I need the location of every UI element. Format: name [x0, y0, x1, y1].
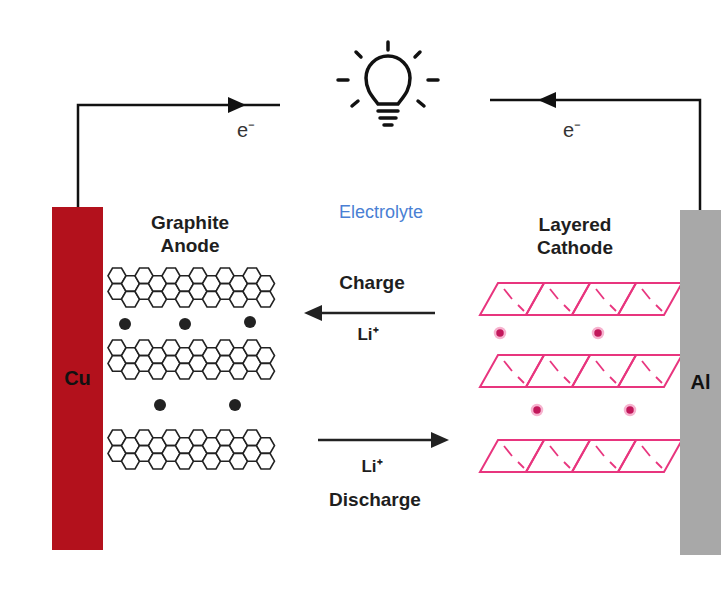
cathode-mark: [550, 289, 558, 299]
cathode-mark: [564, 462, 570, 468]
cathode-mark: [550, 446, 558, 456]
electrolyte-label: Electrolyte: [339, 202, 423, 224]
cathode-mark: [518, 305, 524, 311]
ion-label: Li⁺: [361, 457, 382, 477]
cathode-mark: [518, 377, 524, 383]
light-ray: [352, 101, 358, 106]
light-ray: [356, 52, 361, 57]
cathode-mark: [656, 305, 662, 311]
lithium-ion-dot: [593, 328, 603, 338]
circuit-wire: [78, 100, 700, 210]
cathode-mark: [596, 289, 604, 299]
arrowhead: [431, 432, 449, 448]
graphite-hexagon: [257, 453, 275, 469]
cathode-label: Layered Cathode: [520, 214, 630, 260]
collector-label: Al: [691, 371, 711, 394]
graphite-hexagon: [257, 276, 275, 292]
ion-label-text: Li⁺: [357, 325, 378, 344]
cathode-mark: [610, 305, 616, 311]
cathode-mark: [642, 446, 650, 456]
bulb-glass: [366, 56, 410, 104]
charge-arrow: [318, 312, 435, 315]
lithium-ion-dot: [229, 399, 241, 411]
graphite-hexagon: [257, 348, 275, 364]
ion-label-text: Li⁺: [361, 457, 382, 476]
electron-label: e⁻: [237, 118, 255, 142]
cathode-mark: [610, 377, 616, 383]
lithium-ion-dot: [625, 405, 635, 415]
aluminium-collector: Al: [680, 210, 721, 555]
bulb-base: [378, 109, 398, 113]
cathode-mark: [642, 361, 650, 371]
cathode-mark: [656, 462, 662, 468]
charge-label: Charge: [339, 272, 404, 295]
cathode-mark: [504, 361, 512, 371]
lithium-ion-dot: [532, 405, 542, 415]
electron-label: e⁻: [563, 118, 581, 142]
lithium-ion-dot: [119, 318, 131, 330]
cathode-mark: [518, 462, 524, 468]
light-ray: [418, 101, 424, 106]
electron-arrowhead: [538, 92, 556, 108]
electron-label-text: e⁻: [237, 119, 255, 141]
graphite-layers: [108, 268, 275, 469]
electrolyte-label-text: Electrolyte: [339, 202, 423, 222]
charge-label-text: Charge: [339, 272, 404, 293]
cathode-mark: [610, 462, 616, 468]
cathode-mark: [642, 289, 650, 299]
cathode-mark: [596, 361, 604, 371]
anode-label: Graphite Anode: [135, 212, 245, 258]
cathode-mark: [564, 377, 570, 383]
cathode-mark: [596, 446, 604, 456]
collector-label: Cu: [64, 367, 91, 390]
lithium-ion-dot: [154, 399, 166, 411]
discharge-arrow: [318, 439, 435, 442]
discharge-label-text: Discharge: [329, 489, 421, 510]
copper-collector: Cu: [52, 207, 103, 550]
graphite-hexagon: [257, 363, 275, 379]
light-ray: [338, 78, 348, 82]
cathode-label-text: Layered Cathode: [537, 214, 613, 258]
ion-flow-arrow: [318, 313, 435, 440]
bulb-base: [384, 123, 392, 127]
lithium-ion-dot: [244, 316, 256, 328]
ion-label: Li⁺: [357, 325, 378, 345]
light-ray: [428, 78, 438, 82]
lightbulb-symbol: [338, 42, 438, 125]
cathode-cell: [618, 440, 682, 472]
bulb-base: [380, 116, 396, 120]
wire: [490, 100, 700, 210]
lithium-ion-dot: [495, 328, 505, 338]
cathode-cell: [618, 283, 682, 315]
discharge-label: Discharge: [329, 489, 421, 512]
cathode-mark: [504, 289, 512, 299]
graphite-hexagon: [257, 438, 275, 454]
light-ray: [415, 52, 420, 57]
cathode-mark: [550, 361, 558, 371]
cathode-mark: [656, 377, 662, 383]
lithium-ion-dot: [179, 318, 191, 330]
electron-arrowhead: [228, 97, 246, 113]
cathode-cell: [618, 355, 682, 387]
arrowhead: [304, 305, 322, 321]
light-ray: [386, 42, 390, 50]
anode-label-text: Graphite Anode: [151, 212, 229, 256]
cathode-layers: [480, 283, 682, 472]
graphite-hexagon: [257, 291, 275, 307]
wire: [78, 105, 280, 207]
electron-label-text: e⁻: [563, 119, 581, 141]
cathode-mark: [504, 446, 512, 456]
cathode-mark: [564, 305, 570, 311]
